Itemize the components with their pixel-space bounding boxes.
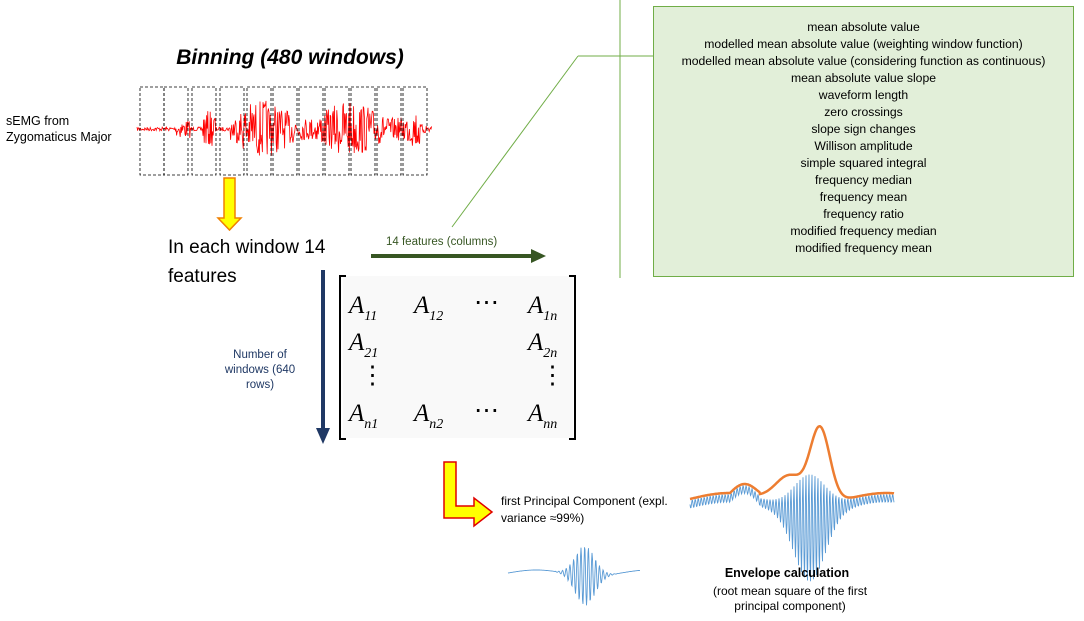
pc-trace bbox=[507, 547, 640, 606]
bin-window-box bbox=[350, 86, 376, 176]
feature-item: modified frequency mean bbox=[795, 241, 932, 255]
window-features-text: In each window 14 features bbox=[168, 237, 326, 287]
semg-source-label: sEMG from Zygomaticus Major bbox=[6, 114, 112, 144]
matrix-vdots-left: ⋮ bbox=[360, 362, 385, 389]
feature-item: zero crossings bbox=[824, 105, 903, 119]
rows-label: Number of windows (640 rows) bbox=[224, 349, 296, 391]
bin-window-box bbox=[402, 86, 428, 176]
columns-label: 14 features (columns) bbox=[386, 236, 498, 248]
down-arrow-icon bbox=[216, 177, 243, 232]
connector-line-lower bbox=[451, 55, 579, 228]
feature-item: mean absolute value slope bbox=[791, 71, 936, 85]
matrix-cell-ann: Ann bbox=[528, 400, 558, 432]
feature-item: mean absolute value bbox=[807, 20, 920, 34]
feature-item: slope sign changes bbox=[811, 122, 916, 136]
matrix-cell-an1: An1 bbox=[349, 400, 379, 432]
bin-window-box bbox=[246, 86, 272, 176]
matrix-cell-a11: A11 bbox=[349, 292, 378, 324]
pc-signal-waveform bbox=[507, 547, 640, 606]
bin-window-box bbox=[191, 86, 217, 176]
down-arrow-icon-windows bbox=[316, 428, 330, 444]
binning-windows bbox=[139, 86, 428, 176]
envelope-subtitle: (root mean square of the first principal… bbox=[712, 584, 868, 613]
bin-window-box bbox=[139, 86, 165, 176]
feature-item: waveform length bbox=[818, 88, 909, 102]
envelope-pc-trace bbox=[689, 474, 895, 582]
feature-item: modelled mean absolute value (weighting … bbox=[704, 37, 1023, 51]
feature-item: frequency median bbox=[815, 173, 912, 187]
right-arrow-icon bbox=[531, 249, 546, 263]
l-arrow-icon bbox=[443, 461, 494, 528]
feature-item: frequency mean bbox=[819, 190, 908, 204]
matrix-cell-an2: An2 bbox=[414, 400, 444, 432]
bin-window-box bbox=[219, 86, 245, 176]
semg-signal-waveform bbox=[136, 100, 432, 156]
bin-window-box bbox=[272, 86, 298, 176]
matrix-background bbox=[343, 276, 573, 438]
semg-trace bbox=[136, 100, 432, 156]
bin-window-box bbox=[163, 86, 189, 176]
envelope-trace bbox=[689, 425, 895, 501]
matrix-cell-a12: A12 bbox=[414, 292, 444, 324]
bin-window-box bbox=[298, 86, 324, 176]
features-list-box: mean absolute value modelled mean absolut… bbox=[653, 6, 1074, 277]
principal-component-label: first Principal Component (expl. varianc… bbox=[501, 494, 668, 525]
envelope-waveform bbox=[689, 425, 895, 582]
matrix-hdots-top: ⋯ bbox=[474, 289, 499, 316]
matrix-right-bracket bbox=[569, 275, 576, 440]
bin-window-box bbox=[376, 86, 402, 176]
feature-item: Willison amplitude bbox=[814, 139, 913, 153]
feature-item: frequency ratio bbox=[823, 207, 904, 221]
feature-item: modified frequency median bbox=[790, 224, 937, 238]
matrix-left-bracket bbox=[339, 275, 346, 440]
matrix-hdots-bottom: ⋯ bbox=[474, 397, 499, 424]
binning-title: Binning (480 windows) bbox=[176, 46, 404, 69]
matrix-vdots-right: ⋮ bbox=[540, 362, 565, 389]
matrix-cell-a1n: A1n bbox=[528, 292, 558, 324]
envelope-title: Envelope calculation bbox=[724, 566, 850, 580]
feature-item: simple squared integral bbox=[800, 156, 927, 170]
feature-item: modelled mean absolute value (considerin… bbox=[681, 54, 1046, 68]
matrix-cell-a21: A21 bbox=[349, 329, 379, 361]
bin-window-box bbox=[324, 86, 350, 176]
matrix-cell-a2n: A2n bbox=[528, 329, 558, 361]
